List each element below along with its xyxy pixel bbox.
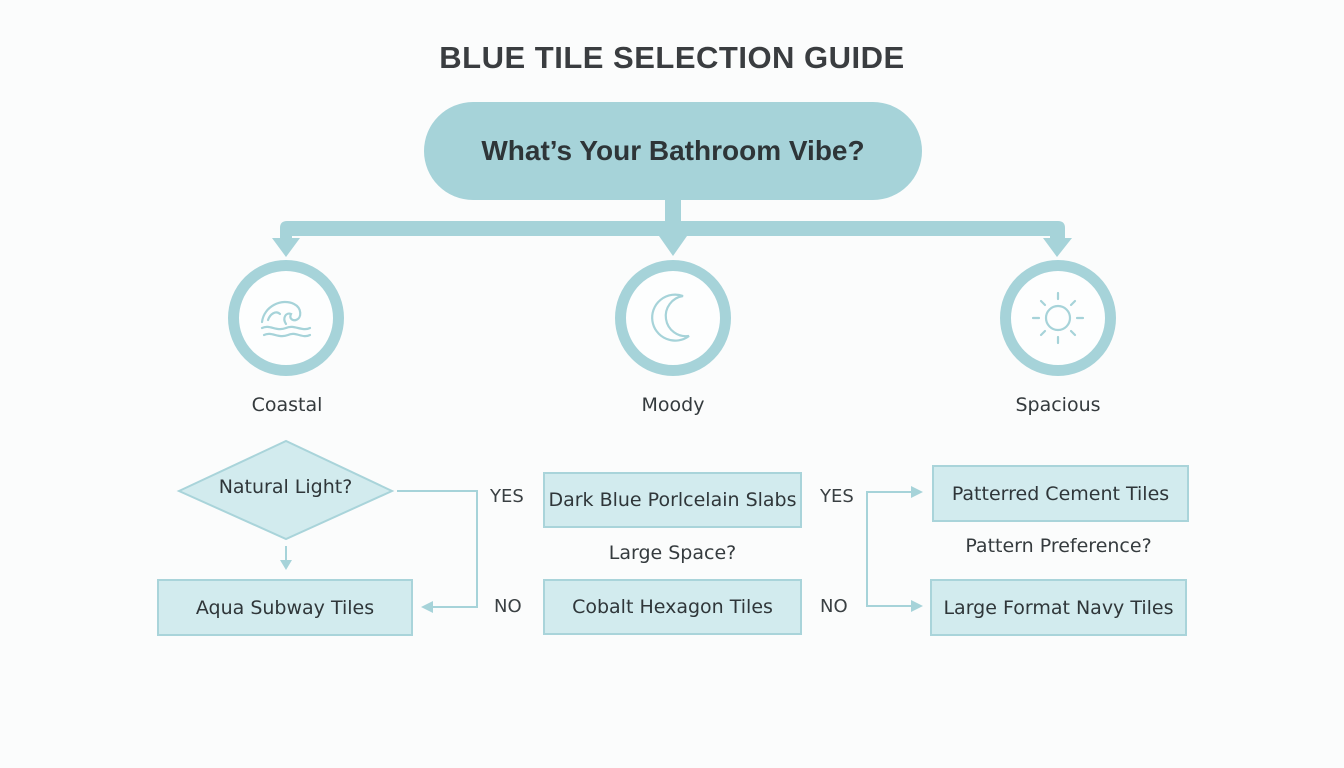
diagram-title: BLUE TILE SELECTION GUIDE [439,40,905,75]
category-label-coastal: Coastal [251,394,323,416]
aqua-subway-tiles-result: Aqua Subway Tiles [157,579,413,636]
branch-arrows [272,198,1072,257]
large-format-navy-tiles-result: Large Format Navy Tiles [930,579,1187,636]
root-question-node: What’s Your Bathroom Vibe? [424,102,922,200]
moon-icon [651,293,690,342]
spacious-yes-label: YES [820,486,854,507]
wave-icon [260,300,312,338]
sun-icon [1031,291,1085,345]
coastal-circle [228,260,344,376]
natural-light-diamond [176,439,395,541]
category-label-moody: Moody [641,394,705,416]
moody-circle [615,260,731,376]
natural-light-question: Natural Light? [218,476,353,498]
cobalt-hexagon-tiles-result: Cobalt Hexagon Tiles [543,579,802,635]
spacious-no-label: NO [820,596,848,617]
coastal-yes-label: YES [490,486,524,507]
spacious-circle [1000,260,1116,376]
coastal-no-label: NO [494,596,522,617]
dark-blue-porcelain-slabs-result: Dark Blue Porlcelain Slabs [543,472,802,528]
category-label-spacious: Spacious [1015,394,1101,416]
large-space-question: Large Space? [608,542,737,564]
patterned-cement-tiles-result: Patterred Cement Tiles [932,465,1189,522]
pattern-preference-question: Pattern Preference? [965,535,1152,557]
